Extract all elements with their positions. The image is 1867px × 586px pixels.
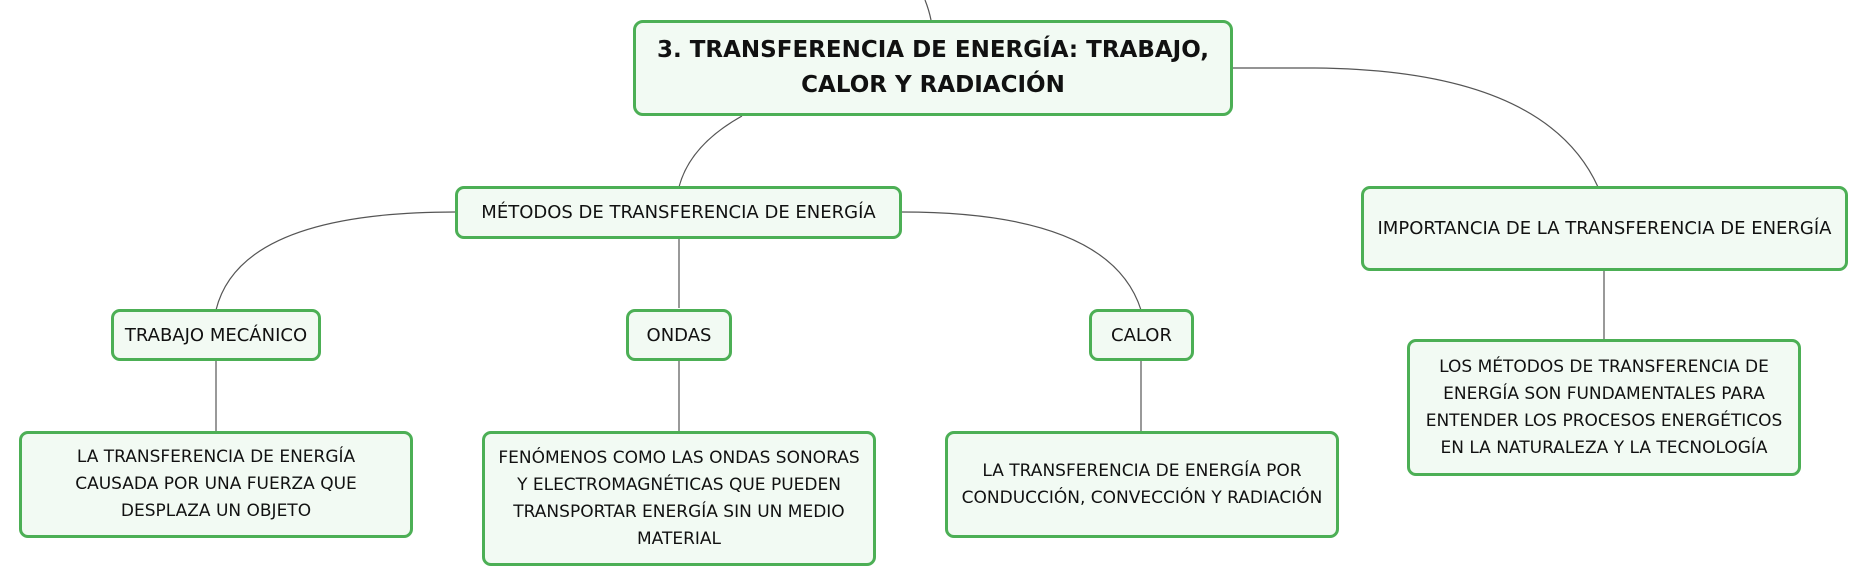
root-topic-node[interactable]: 3. TRANSFERENCIA DE ENERGÍA: TRABAJO, CA… (633, 20, 1233, 116)
connector-parent-to-root (924, 0, 932, 21)
trabajo-mecanico-node[interactable]: TRABAJO MECÁNICO (111, 309, 321, 361)
connector-root-to-importance (1233, 67, 1599, 188)
ondas-label: ONDAS (646, 324, 712, 346)
importance-node[interactable]: IMPORTANCIA DE LA TRANSFERENCIA DE ENERG… (1361, 186, 1848, 271)
root-topic-label: 3. TRANSFERENCIA DE ENERGÍA: TRABAJO, CA… (656, 37, 1210, 98)
ondas-description-node[interactable]: FENÓMENOS COMO LAS ONDAS SONORAS Y ELECT… (482, 431, 876, 566)
calor-description-node[interactable]: LA TRANSFERENCIA DE ENERGÍA POR CONDUCCI… (945, 431, 1339, 538)
connector-root-to-methods (678, 115, 743, 188)
ondas-description: FENÓMENOS COMO LAS ONDAS SONORAS Y ELECT… (498, 447, 860, 549)
connector-methods-to-calor (901, 211, 1142, 311)
methods-node[interactable]: MÉTODOS DE TRANSFERENCIA DE ENERGÍA (455, 186, 902, 239)
calor-description: LA TRANSFERENCIA DE ENERGÍA POR CONDUCCI… (961, 460, 1323, 508)
methods-label: MÉTODOS DE TRANSFERENCIA DE ENERGÍA (481, 202, 876, 223)
importance-description: LOS MÉTODOS DE TRANSFERENCIA DE ENERGÍA … (1425, 356, 1783, 458)
calor-node[interactable]: CALOR (1089, 309, 1194, 361)
trabajo-mecanico-description: LA TRANSFERENCIA DE ENERGÍA CAUSADA POR … (75, 447, 357, 521)
importance-description-node[interactable]: LOS MÉTODOS DE TRANSFERENCIA DE ENERGÍA … (1407, 339, 1801, 476)
trabajo-mecanico-description-node[interactable]: LA TRANSFERENCIA DE ENERGÍA CAUSADA POR … (19, 431, 413, 538)
ondas-node[interactable]: ONDAS (626, 309, 732, 361)
calor-label: CALOR (1111, 324, 1172, 346)
connector-methods-to-trabajo (215, 211, 456, 311)
importance-label: IMPORTANCIA DE LA TRANSFERENCIA DE ENERG… (1377, 218, 1832, 239)
trabajo-mecanico-label: TRABAJO MECÁNICO (124, 324, 308, 346)
